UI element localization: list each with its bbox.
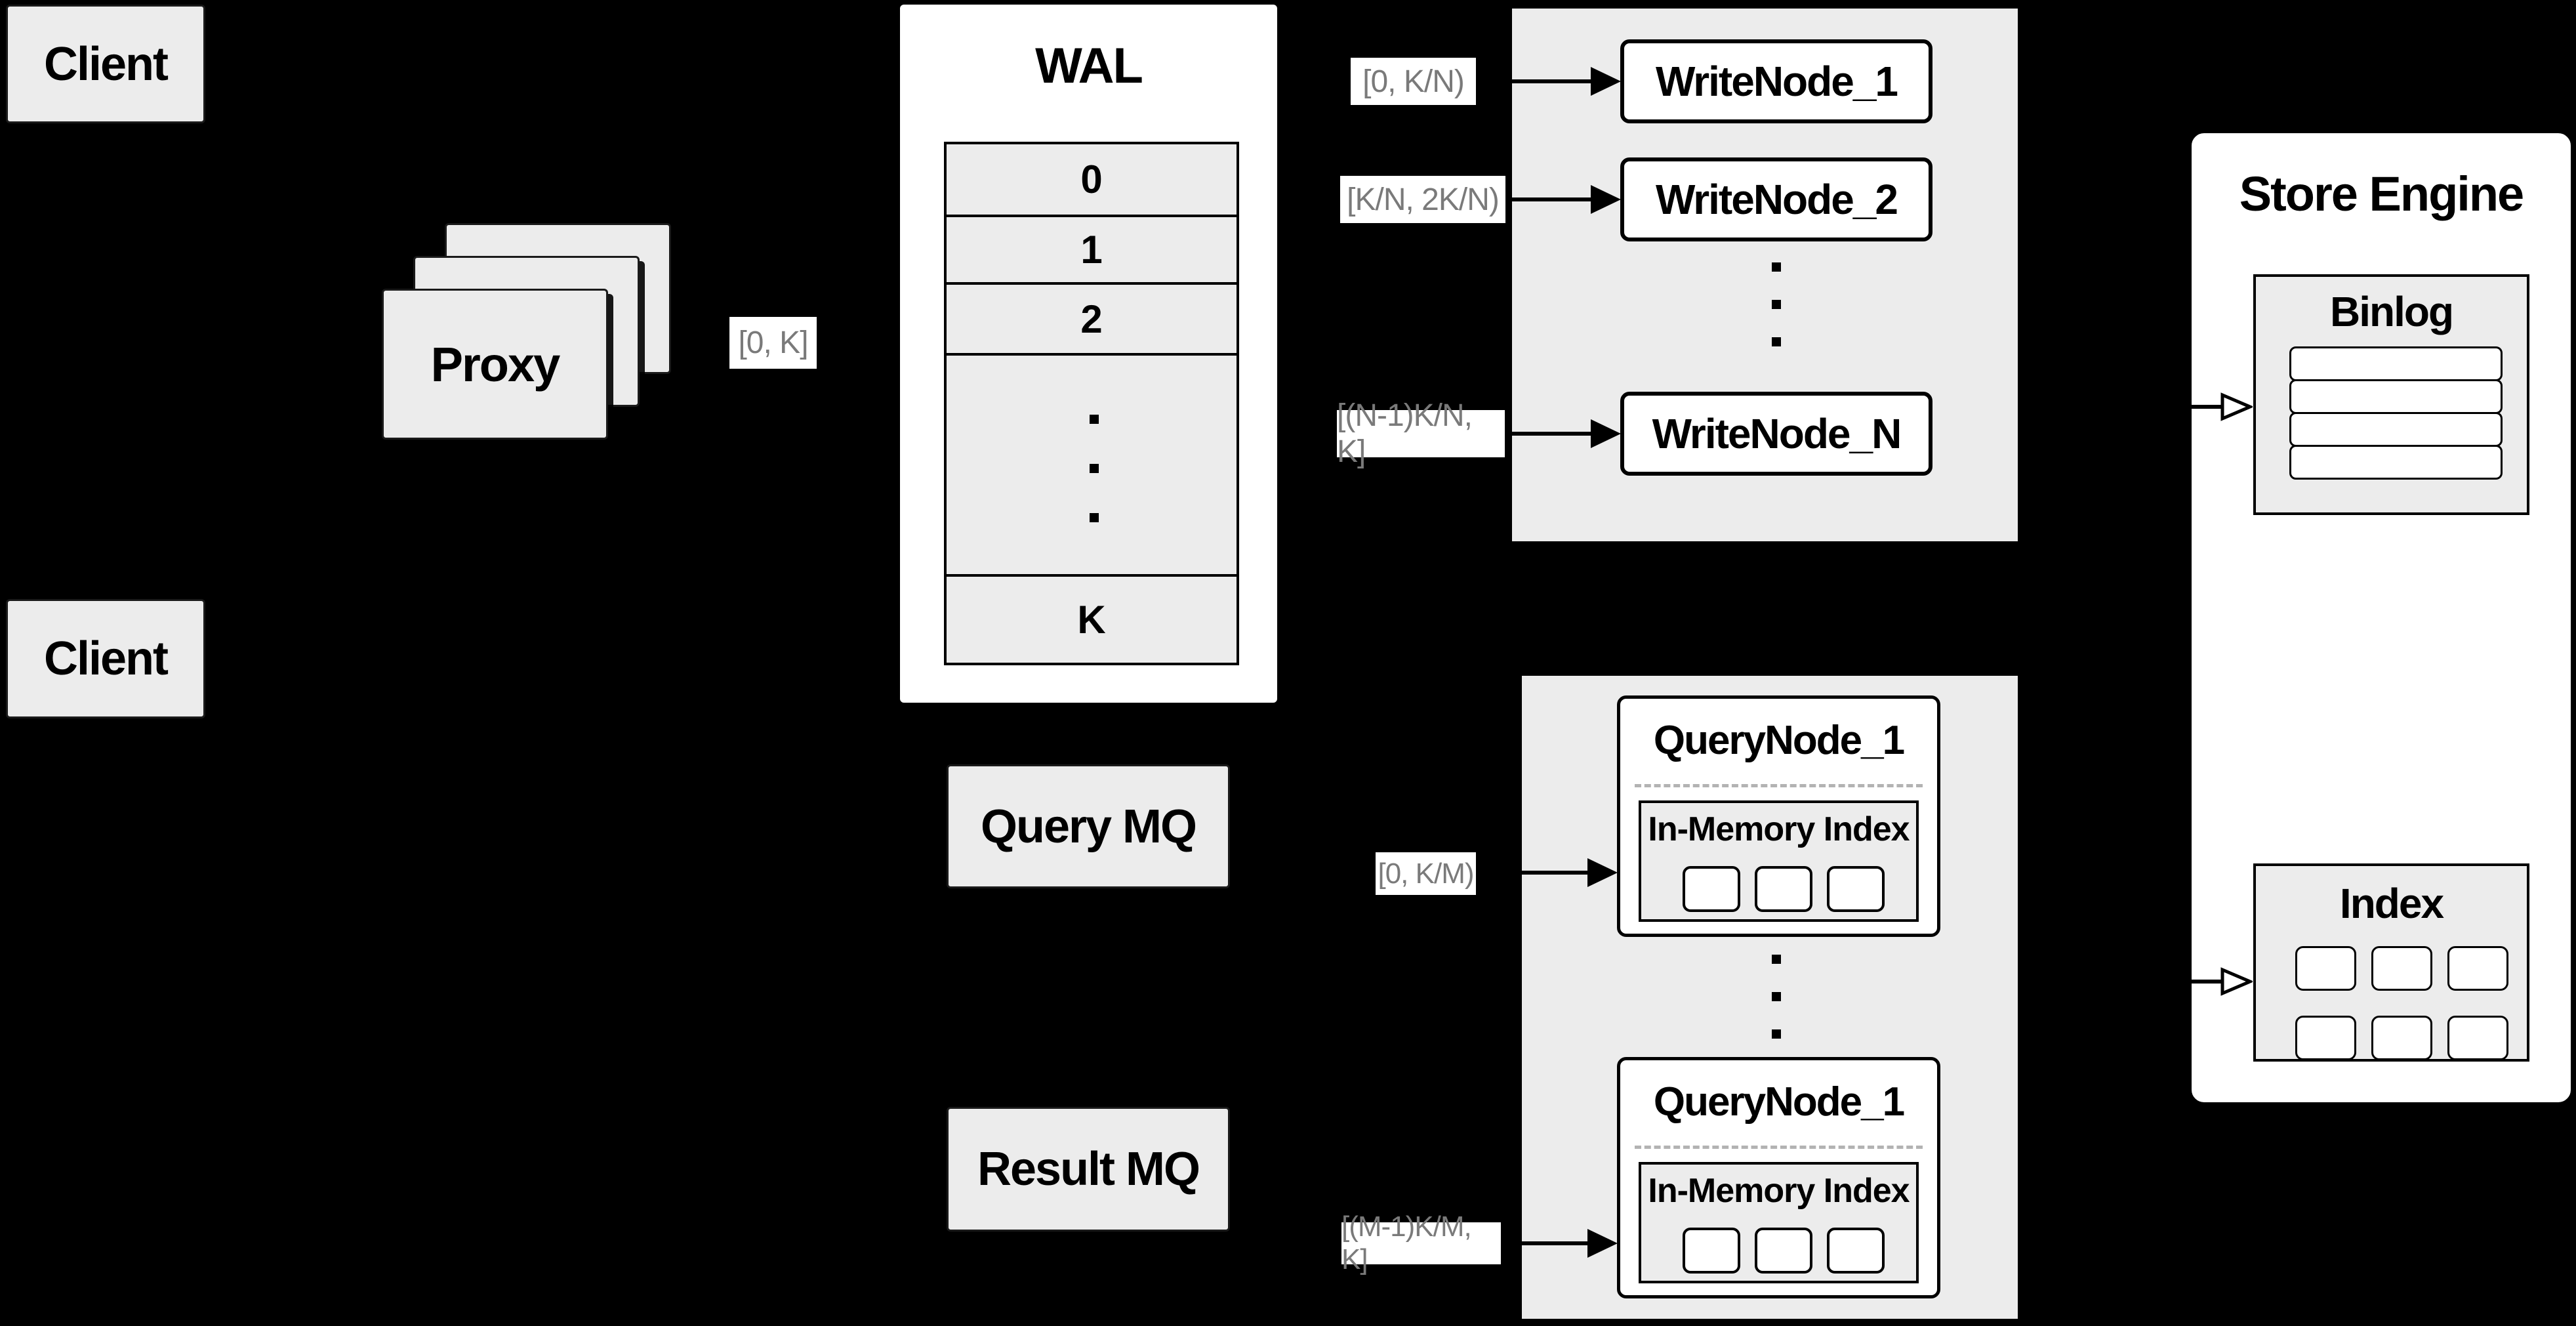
binlog-segments bbox=[2289, 346, 2503, 480]
index-slot bbox=[2447, 946, 2508, 991]
binlog-segment bbox=[2289, 346, 2503, 381]
write-node-2-label: WriteNode_2 bbox=[1655, 176, 1898, 223]
query-range-1-text: [0, K/M) bbox=[1378, 857, 1474, 890]
client-bottom-label: Client bbox=[43, 632, 169, 685]
write-node-2: WriteNode_2 bbox=[1620, 157, 1932, 241]
proxy-label: Proxy bbox=[430, 337, 561, 392]
arrow-to-binlog bbox=[2190, 392, 2253, 421]
index-slot bbox=[2371, 1016, 2432, 1060]
wal-segment-row: K bbox=[944, 577, 1239, 665]
query-node-1-divider bbox=[1635, 784, 1923, 787]
result-mq-label: Result MQ bbox=[977, 1143, 1200, 1195]
index-box: Index bbox=[2253, 863, 2529, 1062]
wal-segment-row: 2 bbox=[944, 285, 1239, 356]
query-node-1: QueryNode_1 In-Memory Index bbox=[1617, 695, 1940, 937]
binlog-segment bbox=[2289, 445, 2503, 480]
memory-slot bbox=[1683, 866, 1740, 912]
binlog-segment bbox=[2289, 412, 2503, 447]
store-engine-panel: Store Engine Binlog Index bbox=[2188, 130, 2574, 1106]
query-mq-box: Query MQ bbox=[947, 764, 1230, 888]
query-range-label-2: [(M-1)K/M, K] bbox=[1341, 1211, 1501, 1275]
wal-table: 0 1 2 K bbox=[944, 142, 1239, 665]
query-node-2-title: QueryNode_1 bbox=[1653, 1079, 1905, 1125]
write-range-2-text: [K/N, 2K/N) bbox=[1347, 182, 1500, 217]
binlog-segment bbox=[2289, 379, 2503, 414]
query-range-2-text: [(M-1)K/M, K] bbox=[1341, 1211, 1472, 1275]
index-slot bbox=[2295, 1016, 2356, 1060]
write-range-label-n: [(N-1)K/N, K] bbox=[1337, 398, 1505, 469]
query-range-label-1: [0, K/M) bbox=[1376, 852, 1476, 895]
memory-slot bbox=[1755, 1228, 1812, 1274]
store-engine-title: Store Engine bbox=[2239, 167, 2524, 221]
index-slot bbox=[2371, 946, 2432, 991]
index-slot bbox=[2447, 1016, 2508, 1060]
query-node-2-divider bbox=[1635, 1146, 1923, 1149]
wal-panel: WAL 0 1 2 K bbox=[897, 2, 1280, 705]
memory-slot bbox=[1755, 866, 1812, 912]
write-node-1: WriteNode_1 bbox=[1620, 39, 1932, 123]
index-slot bbox=[2295, 946, 2356, 991]
write-node-n-label: WriteNode_N bbox=[1652, 410, 1902, 457]
wal-segment-row: 1 bbox=[944, 217, 1239, 285]
in-memory-index-title-2: In-Memory Index bbox=[1648, 1172, 1910, 1210]
write-range-n-text: [(N-1)K/N, K] bbox=[1337, 398, 1473, 469]
memory-slot bbox=[1827, 1228, 1885, 1274]
write-node-n: WriteNode_N bbox=[1620, 392, 1932, 476]
arrow-to-index bbox=[2190, 967, 2253, 996]
query-node-1-title: QueryNode_1 bbox=[1653, 718, 1905, 763]
client-top-label: Client bbox=[43, 37, 169, 91]
write-node-1-label: WriteNode_1 bbox=[1655, 58, 1898, 105]
write-range-label-1: [0, K/N) bbox=[1351, 58, 1476, 105]
index-title: Index bbox=[2339, 880, 2444, 927]
memory-slot bbox=[1827, 866, 1885, 912]
wal-ellipsis-row bbox=[944, 356, 1239, 577]
in-memory-index-box-2: In-Memory Index bbox=[1639, 1162, 1919, 1283]
client-box-top: Client bbox=[6, 5, 205, 123]
in-memory-index-box-1: In-Memory Index bbox=[1639, 800, 1919, 922]
in-memory-index-title-1: In-Memory Index bbox=[1648, 810, 1910, 848]
proxy-box: Proxy bbox=[382, 289, 608, 440]
write-range-1-text: [0, K/N) bbox=[1362, 64, 1465, 99]
query-mq-label: Query MQ bbox=[980, 800, 1197, 853]
memory-slot bbox=[1683, 1228, 1740, 1274]
proxy-range-label: [0, K] bbox=[729, 317, 817, 369]
wal-title: WAL bbox=[1035, 38, 1143, 94]
write-range-label-2: [K/N, 2K/N) bbox=[1340, 176, 1505, 223]
binlog-box: Binlog bbox=[2253, 274, 2529, 515]
result-mq-box: Result MQ bbox=[947, 1107, 1230, 1232]
query-node-2: QueryNode_1 In-Memory Index bbox=[1617, 1057, 1940, 1298]
proxy-range-text: [0, K] bbox=[738, 325, 808, 360]
binlog-title: Binlog bbox=[2329, 288, 2454, 335]
wal-segment-row: 0 bbox=[944, 142, 1239, 217]
client-box-bottom: Client bbox=[6, 599, 205, 718]
